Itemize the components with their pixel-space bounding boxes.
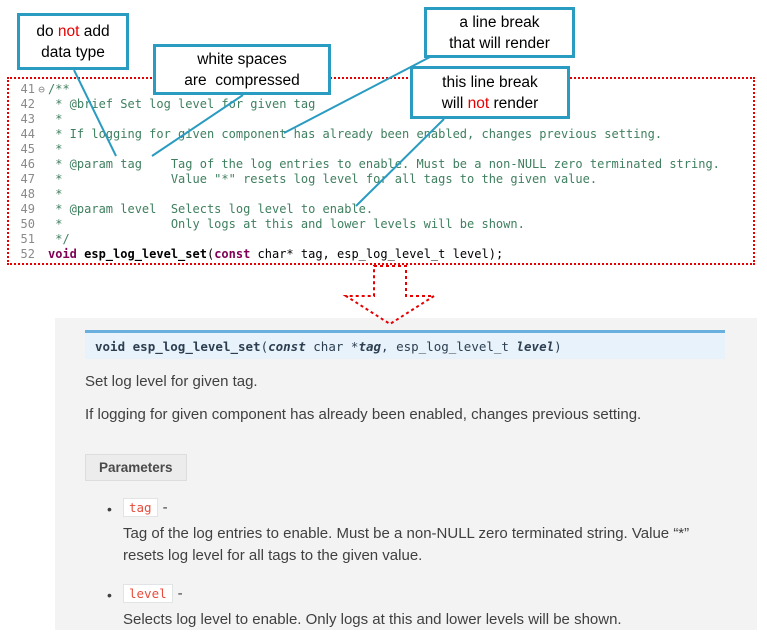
code-text: * (48, 142, 63, 156)
doc-brief-text: Set log level for given tag. (85, 373, 258, 390)
callout-text: that will render (449, 34, 550, 52)
sig-punctuation: ( (260, 339, 269, 354)
callout-text: this line break (442, 73, 538, 91)
line-number: 47 (20, 172, 35, 186)
line-number: 52 (20, 247, 35, 261)
code-line: 44 * If logging for given component has … (9, 127, 753, 142)
line-number: 49 (20, 202, 35, 216)
code-line: 48 * (9, 187, 753, 202)
line-number: 45 (20, 142, 35, 156)
param-dash: - (177, 584, 183, 602)
fold-gutter (35, 142, 48, 157)
fold-gutter (35, 217, 48, 232)
sig-arg-type: char * (305, 339, 359, 354)
callout-text-emphasis: not (467, 94, 490, 112)
fold-gutter (35, 202, 48, 217)
function-signature: void esp_log_level_set(const char *tag, … (85, 330, 725, 359)
code-text: * @param level Selects log level to enab… (48, 202, 374, 216)
sig-arg-type: esp_log_level_t (396, 339, 517, 354)
param-description: Selects log level to enable. Only logs a… (123, 610, 622, 628)
code-text: * (48, 112, 63, 126)
line-number: 50 (20, 217, 35, 231)
code-text: * Only logs at this and lower levels wil… (48, 217, 525, 231)
line-number: 51 (20, 232, 35, 246)
callout-text: are compressed (184, 71, 300, 89)
sig-const-keyword: const (268, 339, 306, 354)
code-keyword: const (214, 247, 251, 261)
code-function-name: esp_log_level_set (76, 247, 207, 261)
code-text: /** (48, 82, 70, 96)
fold-gutter (35, 187, 48, 202)
code-text: ( (206, 247, 215, 261)
fold-gutter (35, 232, 48, 247)
line-number: 46 (20, 157, 35, 171)
code-line: 47 * Value "*" resets log level for all … (9, 172, 753, 187)
code-text: * @param tag Tag of the log entries to e… (48, 157, 720, 171)
flow-arrow-down (342, 265, 438, 326)
code-keyword: void (48, 247, 77, 261)
code-line: 49 * @param level Selects log level to e… (9, 202, 753, 217)
line-number: 44 (20, 127, 35, 141)
param-description: Tag of the log entries to enable. Must b… (123, 524, 690, 564)
fold-gutter (35, 172, 48, 187)
sig-arg-name: level (516, 339, 555, 354)
line-number: 41 (20, 82, 35, 96)
code-text: */ (48, 232, 70, 246)
fold-gutter (35, 247, 48, 262)
fold-collapse-icon[interactable]: ⊖ (38, 83, 45, 96)
sig-punctuation: , (381, 339, 397, 354)
parameters-header: Parameters (85, 453, 187, 481)
line-number: 43 (20, 112, 35, 126)
callout-text-part: will (441, 94, 468, 112)
bullet-icon: • (107, 500, 112, 517)
param-name-tag: tag (123, 497, 158, 517)
sig-punctuation: ) (554, 339, 562, 354)
line-number: 48 (20, 187, 35, 201)
callout-text: data type (41, 43, 105, 61)
callout-no-datatype: do not add data type (17, 13, 129, 70)
code-line: 45 * (9, 142, 753, 157)
code-text: * Value "*" resets log level for all tag… (48, 172, 598, 186)
fold-gutter (35, 127, 48, 142)
sig-function-name: esp_log_level_set (132, 339, 261, 354)
code-line: 46 * @param tag Tag of the log entries t… (9, 157, 753, 172)
code-text: char* tag, esp_log_level_t level); (250, 247, 504, 261)
code-editor-snippet: 41 ⊖ /** 42 * @brief Set log level for g… (7, 77, 755, 265)
doc-detail-text: If logging for given component has alrea… (85, 406, 642, 424)
callout-text: do not add (20, 21, 126, 42)
callout-line-break-not-render: this line break will not render (410, 66, 570, 119)
code-line: 50 * Only logs at this and lower levels … (9, 217, 753, 232)
param-list-item: • tag- Tag of the log entries to enable.… (107, 497, 725, 567)
callout-text: will not render (413, 93, 567, 114)
callout-text: white spaces (197, 50, 287, 68)
bullet-icon: • (107, 586, 112, 603)
callout-line-break-renders: a line break that will render (424, 7, 575, 58)
callout-text-part: render (489, 94, 539, 112)
callout-text-emphasis: not (57, 22, 80, 40)
callout-whitespace-compressed: white spaces are compressed (153, 44, 331, 95)
param-name-level: level (123, 583, 173, 603)
callout-text-part: add (79, 22, 110, 40)
sig-return-type: void (95, 339, 133, 354)
callout-text: a line break (459, 13, 540, 31)
code-line-function-declaration: 52 void esp_log_level_set(const char* ta… (9, 247, 753, 262)
fold-gutter (35, 157, 48, 172)
param-list-item: • level- Selects log level to enable. On… (107, 583, 725, 631)
fold-gutter (35, 112, 48, 127)
sig-arg-name: tag (358, 339, 382, 354)
param-dash: - (162, 498, 168, 516)
code-line: 43 * (9, 112, 753, 127)
code-line: 42 * @brief Set log level for given tag (9, 97, 753, 112)
code-line: 41 ⊖ /** (9, 82, 753, 97)
line-number: 42 (20, 97, 35, 111)
code-line: 51 */ (9, 232, 753, 247)
callout-text-part: do (36, 22, 58, 40)
fold-gutter (35, 97, 48, 112)
code-text: * @brief Set log level for given tag (48, 97, 316, 111)
rendered-docs-panel: void esp_log_level_set(const char *tag, … (55, 318, 757, 630)
code-text: * (48, 187, 63, 201)
code-text: * If logging for given component has alr… (48, 127, 663, 141)
